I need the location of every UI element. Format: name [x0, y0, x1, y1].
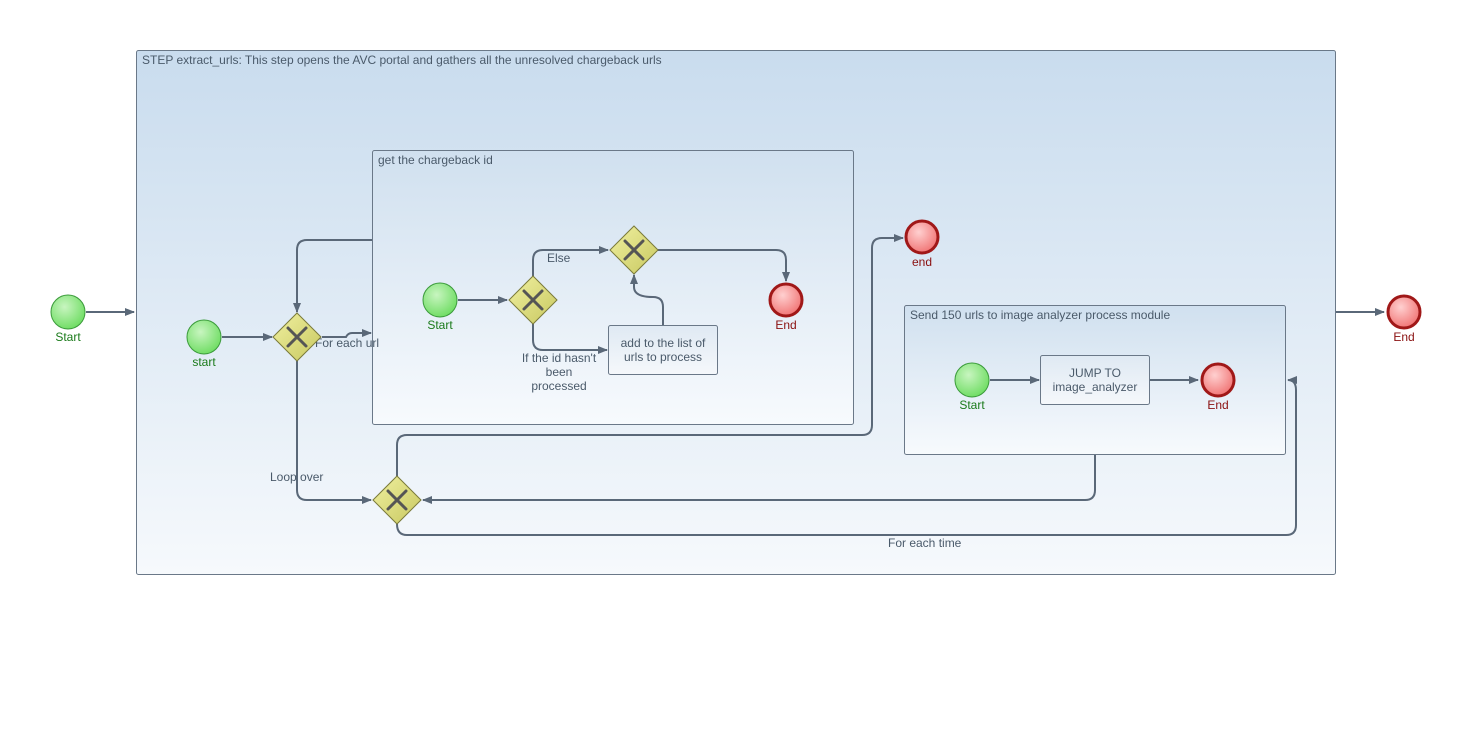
gateway-loop[interactable]: [372, 475, 422, 525]
flow-line: [532, 246, 609, 276]
flow-label-else: Else: [547, 251, 571, 265]
subprocess-title: Send 150 urls to image analyzer process …: [910, 308, 1170, 322]
flow-label-for-each-time: For each time: [888, 536, 962, 550]
inner-start-event[interactable]: start: [186, 319, 222, 369]
flow-line: [322, 329, 372, 338]
event-label: end: [912, 255, 932, 269]
flow-line: [296, 361, 372, 504]
event-label: start: [192, 355, 216, 369]
task-label: add to the list of: [621, 336, 706, 350]
flow-line: [396, 234, 904, 476]
outer-start-event[interactable]: Start: [50, 294, 86, 344]
event-label: End: [1207, 398, 1228, 412]
task-jump-to-image-analyzer[interactable]: JUMP TO image_analyzer: [1040, 355, 1150, 405]
exclusive-x-icon: [623, 239, 645, 261]
exclusive-x-icon: [522, 289, 544, 311]
chargeback-start-event[interactable]: Start: [422, 282, 458, 332]
task-label: urls to process: [624, 350, 702, 364]
flow-label-condition: processed: [531, 379, 586, 393]
subprocess-get-chargeback-id: get the chargeback id: [372, 150, 854, 425]
gateway-for-each-url[interactable]: [272, 312, 322, 362]
flow-line: [396, 376, 1298, 536]
flow-label-loop-over: Loop over: [270, 470, 323, 484]
flow-line: [630, 274, 664, 325]
gateway-id-processed-check[interactable]: [508, 275, 558, 325]
subprocess-title: get the chargeback id: [378, 153, 493, 167]
event-label: End: [1393, 330, 1414, 344]
event-label: Start: [427, 318, 453, 332]
task-label: JUMP TO: [1069, 366, 1121, 380]
send-start-event[interactable]: Start: [954, 362, 990, 412]
mid-end-event[interactable]: end: [904, 219, 940, 269]
gateway-merge[interactable]: [609, 225, 659, 275]
flow-label-condition: been: [546, 365, 573, 379]
flow-line: [293, 239, 372, 313]
event-label: End: [775, 318, 796, 332]
event-label: Start: [55, 330, 81, 344]
flow-line: [658, 249, 790, 282]
outer-end-event[interactable]: End: [1386, 294, 1422, 344]
flow-line: [532, 324, 608, 354]
exclusive-x-icon: [386, 489, 408, 511]
event-label: Start: [959, 398, 985, 412]
exclusive-x-icon: [286, 326, 308, 348]
flow-line: [422, 455, 1096, 504]
send-end-event[interactable]: End: [1200, 362, 1236, 412]
flow-label-for-each-url: For each url: [315, 336, 379, 350]
flow-label-condition: If the id hasn't: [522, 351, 597, 365]
step-title: STEP extract_urls: This step opens the A…: [142, 53, 662, 67]
chargeback-end-event[interactable]: End: [768, 282, 804, 332]
task-add-to-list[interactable]: add to the list of urls to process: [608, 325, 718, 375]
task-label: image_analyzer: [1053, 380, 1138, 394]
sequence-flows: [86, 234, 1385, 536]
